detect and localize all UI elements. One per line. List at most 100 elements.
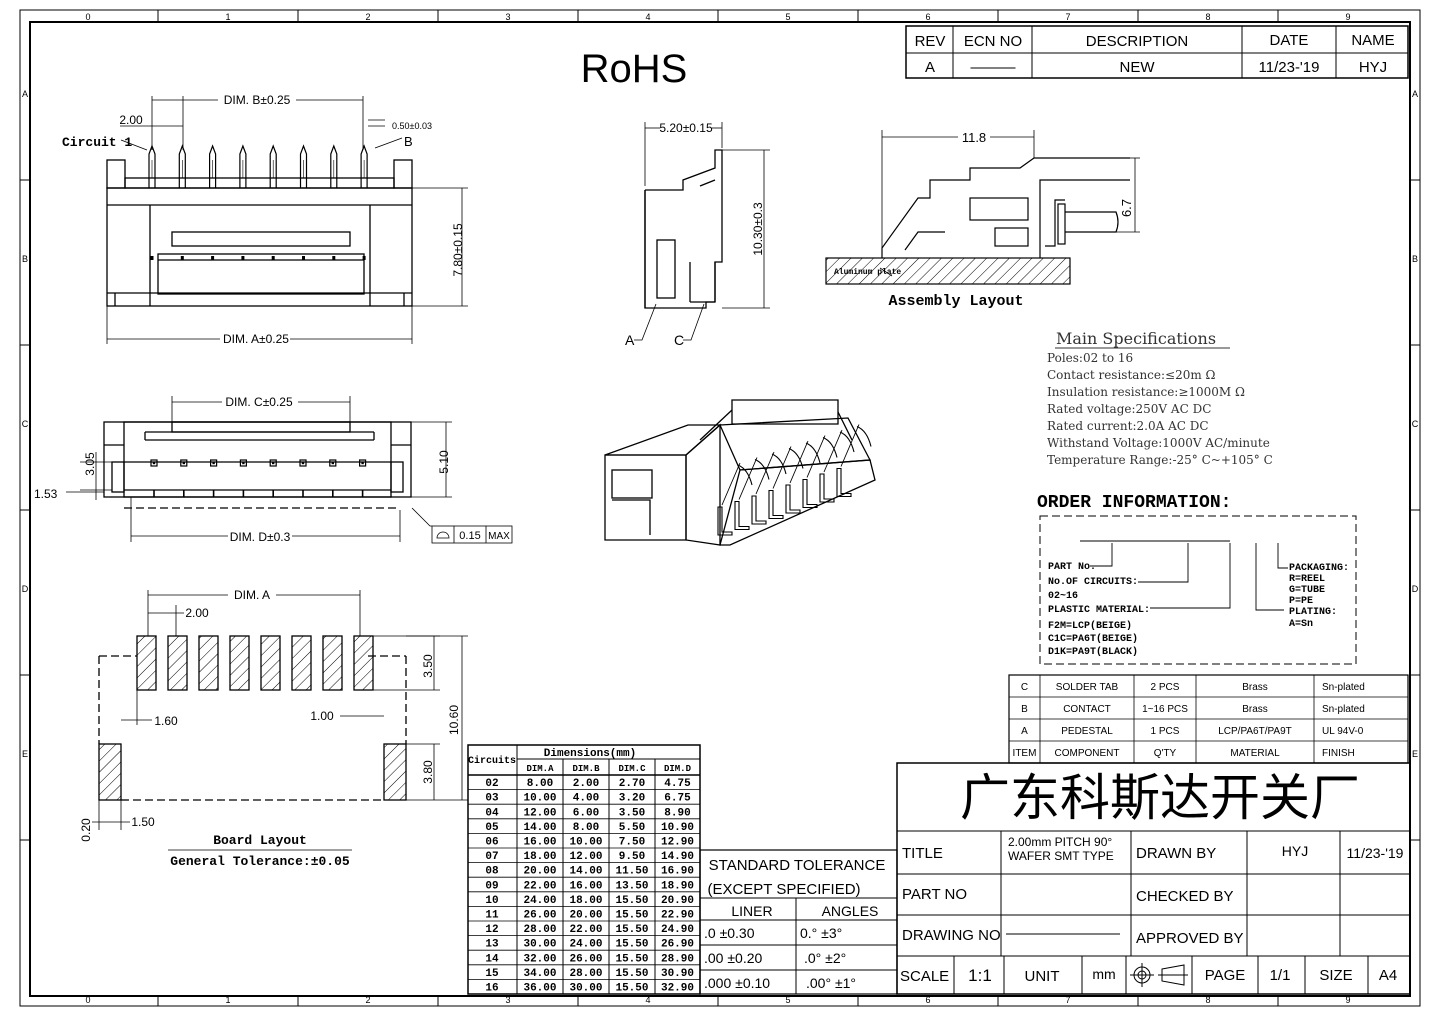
circuits-cell: 10 bbox=[485, 895, 498, 907]
bom-cell: B bbox=[1021, 704, 1028, 715]
tolerance-title-2: (EXCEPT SPECIFIED) bbox=[707, 881, 860, 898]
bottom-view-labels: DIM. C±0.25 3.05 5.10 1.53 DIM. D±0.3 0.… bbox=[34, 395, 510, 544]
board-pad bbox=[136, 635, 157, 691]
pin bbox=[178, 144, 186, 188]
approved-by-label: APPROVED BY bbox=[1136, 930, 1244, 947]
pin-tip bbox=[271, 256, 275, 260]
pitch-label: 2.00 bbox=[119, 113, 143, 127]
part-no-label: PART NO bbox=[902, 886, 967, 903]
label-c: C bbox=[674, 332, 684, 348]
flatness-max: MAX bbox=[488, 531, 510, 542]
liner-row-3: .000 ±0.10 bbox=[704, 975, 770, 991]
liner-row-1: .0 ±0.30 bbox=[704, 925, 755, 941]
unit-value: mm bbox=[1092, 966, 1115, 982]
dimension-cell: 14.00 bbox=[569, 866, 602, 878]
board-caption: Board Layout bbox=[213, 833, 307, 848]
order-left: F2M=LCP(BEIGE) bbox=[1048, 620, 1132, 632]
date-value: 11/23-'19 bbox=[1259, 59, 1320, 76]
isometric-view bbox=[604, 399, 876, 546]
zone-column-label: 2 bbox=[365, 12, 370, 22]
board-pad bbox=[322, 635, 343, 691]
zone-column-label: 1 bbox=[225, 995, 230, 1005]
order-left: PART No. bbox=[1048, 562, 1096, 573]
bom-cell: 2 PCS bbox=[1151, 682, 1180, 693]
dimension-cell: 32.90 bbox=[661, 983, 694, 995]
assembly-dims bbox=[879, 130, 1140, 277]
outer-frame bbox=[19, 9, 1421, 1007]
contact bbox=[150, 459, 158, 467]
spec-line: Poles:02 to 16 bbox=[1047, 351, 1133, 365]
board-pad bbox=[260, 635, 281, 691]
pin-tip bbox=[241, 256, 245, 260]
description-value: NEW bbox=[1120, 59, 1156, 76]
bom-cell: 1~16 PCS bbox=[1142, 704, 1188, 715]
contact bbox=[210, 459, 218, 467]
zone-column-label: 8 bbox=[1205, 12, 1210, 22]
board-d3: 3.80 bbox=[421, 760, 435, 784]
dimension-cell: 6.75 bbox=[664, 793, 691, 805]
rev-header: REV bbox=[915, 33, 946, 50]
scale-label: SCALE bbox=[900, 968, 949, 985]
label-b: B bbox=[404, 134, 413, 149]
zone-row-label: A bbox=[22, 89, 28, 99]
circuits-cell: 07 bbox=[485, 851, 498, 863]
contact bbox=[359, 459, 367, 467]
zone-column-label: 0 bbox=[85, 12, 90, 22]
dimension-cell: 12.00 bbox=[523, 807, 556, 819]
contact bbox=[269, 459, 277, 467]
zone-row-label: D bbox=[1412, 584, 1419, 594]
dimension-cell: 28.00 bbox=[569, 968, 602, 980]
bom-cell: LCP/PA6T/PA9T bbox=[1218, 726, 1292, 737]
description-header: DESCRIPTION bbox=[1086, 33, 1189, 50]
rohs-mark: RoHS bbox=[581, 47, 688, 91]
iso-pin bbox=[717, 506, 733, 536]
zone-column-label: 3 bbox=[505, 12, 510, 22]
bom-cell: CONTACT bbox=[1063, 704, 1111, 715]
board-d5: 1.50 bbox=[131, 815, 155, 829]
flatness-value: 0.15 bbox=[459, 530, 480, 542]
bom-cell: Brass bbox=[1242, 704, 1268, 715]
circuits-cell: 11 bbox=[485, 910, 499, 922]
zone-column-label: 7 bbox=[1065, 995, 1070, 1005]
dimension-cell: 3.20 bbox=[619, 793, 645, 805]
spec-line: Rated current:2.0A AC DC bbox=[1047, 419, 1209, 433]
drawn-by-label: DRAWN BY bbox=[1136, 845, 1216, 862]
drawing-no-label: DRAWING NO bbox=[902, 927, 1001, 944]
dimension-cell: 15.50 bbox=[615, 924, 648, 936]
dimension-cell: 9.50 bbox=[619, 851, 645, 863]
order-title: ORDER INFORMATION: bbox=[1037, 493, 1231, 513]
zone-column-label: 6 bbox=[925, 12, 930, 22]
dimension-cell: 30.90 bbox=[661, 968, 694, 980]
drawn-date: 11/23-'19 bbox=[1347, 845, 1404, 861]
dimension-cell: 26.00 bbox=[569, 953, 602, 965]
spec-line: Temperature Range:-25° C~+105° C bbox=[1047, 453, 1273, 467]
dimension-cell: 8.90 bbox=[664, 807, 690, 819]
pin-tip bbox=[211, 256, 215, 260]
circuits-cell: 02 bbox=[485, 778, 498, 790]
isometric-pins bbox=[717, 424, 872, 536]
dimension-cell: 2.00 bbox=[573, 778, 599, 790]
order-left: PLASTIC MATERIAL: bbox=[1048, 605, 1150, 616]
iso-pin bbox=[802, 478, 818, 509]
board-dim-a: DIM. A bbox=[234, 588, 270, 602]
dimension-cell: 20.90 bbox=[661, 895, 694, 907]
circuits-header: Circuits bbox=[468, 755, 516, 767]
order-right: P=PE bbox=[1289, 596, 1313, 607]
dimension-cell: 15.50 bbox=[615, 983, 648, 995]
board-layout-labels: DIM. A 2.00 3.50 10.60 1.60 1.00 3.80 0.… bbox=[79, 588, 461, 869]
dimensions-title: Dimensions(mm) bbox=[544, 748, 636, 760]
zone-column-label: 5 bbox=[785, 995, 790, 1005]
dimension-cell: 24.90 bbox=[661, 924, 694, 936]
dim-column-header: DIM.A bbox=[526, 764, 554, 774]
assembly-layout bbox=[825, 157, 1130, 285]
side-width-label: 5.20±0.15 bbox=[659, 121, 713, 135]
bom-cell: UL 94V-0 bbox=[1322, 726, 1364, 737]
dimension-cell: 15.50 bbox=[615, 939, 648, 951]
pin-tip bbox=[302, 256, 305, 260]
title-block: 广东科斯达开关厂 TITLE 2.00mm PITCH 90° WAFER SM… bbox=[896, 762, 1411, 995]
zone-column-label: 7 bbox=[1065, 12, 1070, 22]
board-layout bbox=[98, 655, 407, 801]
bom-cell: Sn-plated bbox=[1322, 704, 1365, 715]
side-view-labels: 5.20±0.15 10.30±0.3 A C bbox=[625, 121, 765, 348]
zone-row-label: B bbox=[1412, 254, 1418, 264]
